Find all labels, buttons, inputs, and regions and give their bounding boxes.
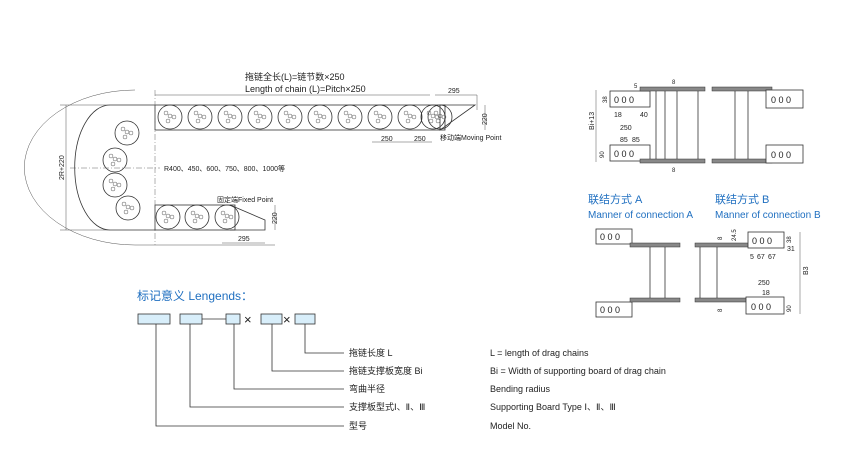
- dim-b-5: 5: [750, 254, 754, 261]
- dim-24-5: 24.5: [732, 229, 738, 241]
- legend-code-boxes: [137, 313, 344, 427]
- chain-link-circle: [427, 104, 453, 130]
- chain-body-bend: [74, 104, 155, 231]
- plate-holes: 0 0 0: [771, 150, 791, 160]
- moving-point-label: 移动端Moving Point: [440, 133, 502, 142]
- chain-link-circle: [155, 204, 181, 230]
- dim-38: 38: [603, 96, 609, 103]
- legend-item-en: L = length of drag chains: [490, 348, 589, 358]
- connection-b-title-cn: 联结方式 B: [715, 192, 769, 206]
- legend-item-cn: 型号: [349, 421, 367, 431]
- chain-link-circle: [214, 204, 240, 230]
- dim-67-a: 67: [757, 254, 765, 261]
- times-symbol-1: ×: [244, 312, 252, 327]
- plate-holes: 0 0 0: [600, 305, 620, 315]
- chain-link-circle: [247, 104, 273, 130]
- dim-85-b: 85: [632, 137, 640, 144]
- fixed-point-label: 固定端Fixed Point: [217, 195, 273, 204]
- chain-link-circle: [217, 104, 243, 130]
- cross-section-view: [595, 86, 804, 164]
- plate-holes: 0 0 0: [614, 95, 634, 105]
- dim-85-a: 85: [620, 137, 628, 144]
- legend-item-en: Bi = Width of supporting board of drag c…: [490, 366, 666, 376]
- dim-220-top: 220: [482, 113, 489, 125]
- chain-length-en: Length of chain (L)=Pitch×250: [245, 84, 366, 94]
- dim-250: 250: [620, 125, 632, 132]
- chain-link-circle: [397, 104, 423, 130]
- plate-holes: 0 0 0: [771, 95, 791, 105]
- dim-67-b: 67: [768, 254, 776, 261]
- dim-40: 40: [640, 112, 648, 119]
- plate-holes: 0 0 0: [600, 232, 620, 242]
- chain-link-circle: [102, 147, 128, 173]
- chain-link-circle: [115, 195, 141, 221]
- dim-295-top: 295: [448, 88, 460, 95]
- dim-250-b: 250: [414, 136, 426, 143]
- times-symbol-2: ×: [283, 312, 291, 327]
- model-box: [137, 313, 171, 325]
- dim-250-a: 250: [381, 136, 393, 143]
- connection-a-title-en: Manner of connection A: [588, 210, 693, 221]
- bend-envelope: [24, 89, 275, 246]
- dim-b-8-bottom: 8: [718, 308, 724, 312]
- dim-31: 31: [787, 246, 795, 253]
- connection-b-title-en: Manner of connection B: [715, 210, 821, 221]
- connection-a-title-cn: 联结方式 A: [588, 192, 643, 206]
- legend-title: 标记意义 Lengends：: [137, 288, 253, 303]
- dim-b3: B3: [803, 266, 810, 275]
- dim-8-bottom: 8: [672, 168, 676, 174]
- dim-5: 5: [634, 84, 638, 90]
- moving-end-bracket: [439, 104, 477, 131]
- plate-holes: 0 0 0: [614, 149, 634, 159]
- board-type-box: [179, 313, 203, 325]
- chain-length-cn: 拖链全长(L)=链节数×250: [245, 71, 345, 82]
- chain-link-circle: [102, 172, 128, 198]
- chain-link-circle: [157, 104, 183, 130]
- dim-90: 90: [600, 151, 606, 158]
- legend-item-cn: 弯曲半径: [349, 383, 385, 394]
- dim-b-8-top: 8: [718, 236, 724, 240]
- dim-295-bottom: 295: [238, 236, 250, 243]
- radius-note: R400、450、600、750、800、1000等: [164, 164, 285, 173]
- length-box: [294, 313, 316, 325]
- chain-link-circle: [277, 104, 303, 130]
- legend-item-cn: 拖链长度 L: [349, 347, 393, 358]
- chain-link-circle: [184, 204, 210, 230]
- plate-holes: 0 0 0: [751, 302, 771, 312]
- legend-item-cn: 拖链支撑板宽度 Bi: [349, 365, 423, 376]
- dim-18: 18: [614, 112, 622, 119]
- dim-b-18: 18: [762, 290, 770, 297]
- chain-link-circle: [187, 104, 213, 130]
- legend-item-cn: 支撑板型式Ⅰ、Ⅱ、Ⅲ: [349, 401, 425, 412]
- radius-box: [225, 313, 241, 325]
- dim-b-38: 38: [787, 236, 793, 243]
- dim-220-bottom: 220: [272, 212, 279, 224]
- chain-link-circle: [420, 104, 446, 130]
- dim-bi13: Bi+13: [589, 112, 596, 130]
- dim-b-90: 90: [787, 305, 793, 312]
- chain-link-circle: [367, 104, 393, 130]
- height-dim: 2R+220: [59, 155, 66, 180]
- chain-link-circle: [307, 104, 333, 130]
- width-box: [260, 313, 283, 325]
- plate-holes: 0 0 0: [752, 236, 772, 246]
- chain-link-circle: [337, 104, 363, 130]
- dim-8-top: 8: [672, 80, 676, 86]
- chain-link-circle: [114, 120, 140, 146]
- legend-item-en: Bending radius: [490, 384, 551, 394]
- legend-item-en: Model No.: [490, 421, 531, 431]
- chain-side-view: [24, 89, 486, 246]
- fixed-end-bracket: [229, 204, 266, 231]
- connection-view: [595, 228, 801, 318]
- dim-b-250: 250: [758, 280, 770, 287]
- legend-item-en: Supporting Board Type Ⅰ、Ⅱ、Ⅲ: [490, 402, 616, 412]
